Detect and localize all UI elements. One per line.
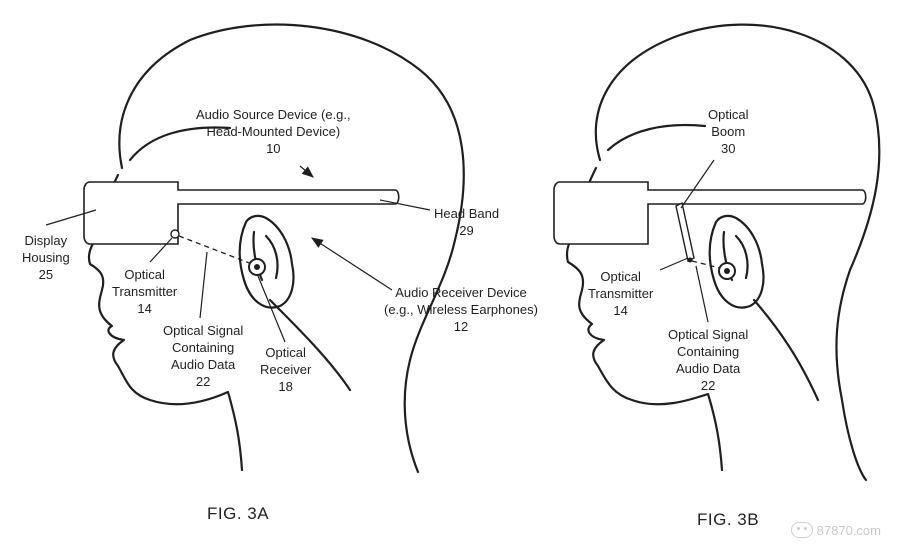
- fig3b-leader-lines: [659, 159, 715, 323]
- robot-logo-icon: [790, 522, 813, 538]
- label-audio-receiver-device: Audio Receiver Device (e.g., Wireless Ea…: [384, 285, 538, 334]
- fig3a-optical-transmitter-dot: [170, 229, 180, 239]
- fig3a-optical-signal-beam: [178, 235, 253, 265]
- label-display-housing: Display Housing 25: [22, 233, 70, 282]
- label-head-band: Head Band 29: [434, 206, 500, 238]
- label-optical-signal-3b: Optical Signal Containing Audio Data 22: [668, 327, 749, 393]
- caption-fig-3a: FIG. 3A: [207, 504, 270, 523]
- fig3b-optical-signal-beam: [691, 260, 721, 269]
- fig3b-optical-boom: [675, 201, 695, 263]
- watermark-text: 87870.com: [816, 522, 881, 538]
- label-optical-boom: Optical Boom 30: [708, 107, 749, 156]
- label-optical-transmitter-3b: Optical Transmitter 14: [588, 269, 654, 318]
- label-optical-signal-3a: Optical Signal Containing Audio Data 22: [163, 323, 244, 389]
- fig3a-leader-lines: [45, 165, 431, 343]
- caption-fig-3b: FIG. 3B: [697, 510, 760, 529]
- fig3a-display-housing: [83, 181, 400, 245]
- label-optical-transmitter-3a: Optical Transmitter 14: [112, 267, 178, 316]
- fig3b-head-outline: [565, 23, 881, 482]
- label-audio-source-device: Audio Source Device (e.g., Head-Mounted …: [196, 107, 351, 156]
- label-optical-receiver: Optical Receiver 18: [260, 345, 312, 394]
- watermark: 87870.com: [790, 522, 881, 538]
- fig3b-display-housing: [553, 181, 867, 245]
- fig3a-head-outline: [87, 23, 465, 474]
